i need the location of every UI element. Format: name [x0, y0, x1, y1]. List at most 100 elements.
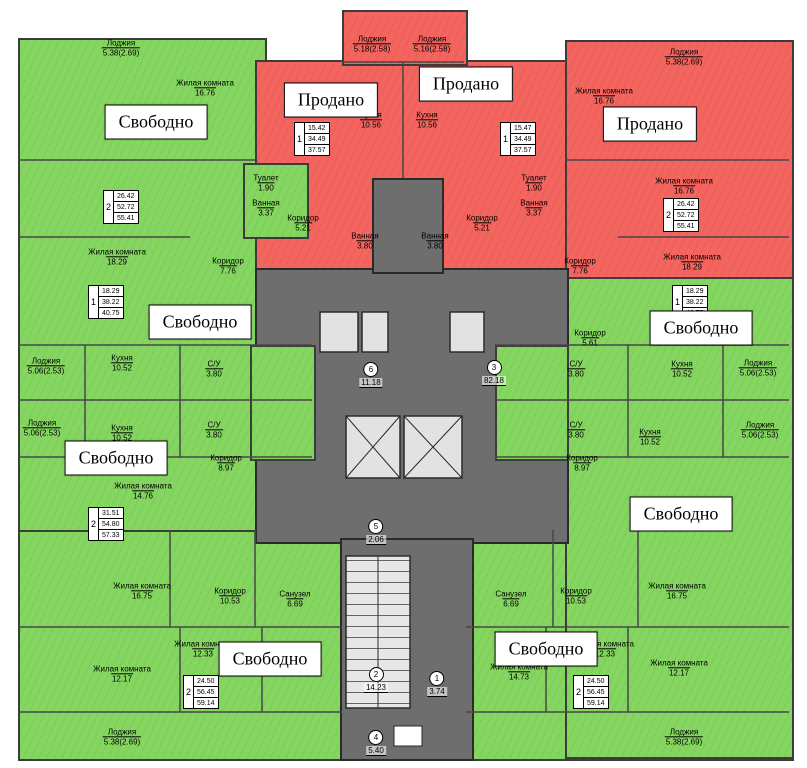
apartment-status-label-sold[interactable]: Продано: [602, 106, 698, 142]
room-name: Жилая комната: [93, 664, 151, 674]
room-area: 18.29: [105, 256, 129, 267]
area-value: 59.14: [587, 699, 605, 707]
area-value: 15.42: [305, 123, 329, 134]
room-name: Коридор: [574, 328, 606, 338]
mark-area: 3.74: [427, 687, 447, 697]
room-name: Жилая комната: [88, 247, 146, 257]
mark-number-icon: 6: [363, 362, 379, 377]
room-name: Жилая комната: [575, 86, 633, 96]
apartment-status-label-available[interactable]: Свободно: [629, 496, 733, 532]
room-area: 5.21: [294, 222, 312, 233]
room-area: 12.33: [191, 648, 215, 659]
room-area: 8.97: [573, 462, 591, 473]
apartment-status-label-available[interactable]: Свободно: [64, 440, 168, 476]
apartment-region-utility-right[interactable]: [495, 345, 569, 461]
apartment-region-utility-left[interactable]: [250, 345, 316, 461]
area-value: 59.14: [197, 699, 215, 707]
room-count: 2: [104, 191, 115, 223]
apartment-status-label-available[interactable]: Свободно: [104, 104, 208, 140]
apartment-region-bath-left[interactable]: [243, 163, 309, 239]
area-value: 18.29: [99, 286, 123, 297]
core-region-lobby: [372, 178, 444, 274]
apartment-status-label-available[interactable]: Свободно: [649, 310, 753, 346]
apartment-status-label-sold[interactable]: Продано: [283, 82, 379, 118]
room-area: 5.06(2.53): [738, 367, 778, 378]
room-area: 1.90: [257, 182, 275, 193]
room-area: 16.76: [592, 95, 616, 106]
area-value: 54.80: [99, 519, 123, 530]
room-area: 16.76: [193, 87, 217, 98]
room-area: 10.52: [110, 362, 134, 373]
mark-number-icon: 4: [368, 730, 384, 745]
mark-number-icon: 3: [486, 360, 502, 375]
room-area: 16.75: [130, 590, 154, 601]
area-value: 37.57: [308, 146, 326, 154]
apartment-status-label-sold[interactable]: Продано: [418, 66, 514, 102]
room-area: 5.06(2.53): [22, 427, 62, 438]
apartment-region-top-right[interactable]: [565, 40, 794, 279]
room-area: 3.80: [205, 368, 223, 379]
mark-area: 2.06: [366, 535, 386, 545]
area-value: 31.51: [99, 508, 123, 519]
room-name: Кухня: [671, 359, 693, 369]
room-area: 5.38(2.69): [102, 736, 142, 747]
area-value: 26.42: [114, 191, 138, 202]
apartment-status-label-available[interactable]: Свободно: [494, 631, 598, 667]
area-value: 37.57: [514, 146, 532, 154]
room-area: 12.33: [593, 648, 617, 659]
area-value: 55.41: [117, 214, 135, 222]
room-area: 5.06(2.53): [26, 365, 66, 376]
area-value: 24.50: [584, 676, 608, 687]
room-area: 7.76: [219, 265, 237, 276]
area-value: 56.45: [584, 687, 608, 698]
room-area: 3.80: [567, 368, 585, 379]
room-name: Ванная: [252, 198, 280, 208]
room-area: 14.76: [131, 490, 155, 501]
room-name: Лоджия: [357, 34, 387, 44]
room-name: Лоджия: [417, 34, 447, 44]
mark-area: 5.40: [366, 746, 386, 756]
apartment-status-label-available[interactable]: Свободно: [218, 641, 322, 677]
room-area: 10.52: [638, 436, 662, 447]
room-name: Коридор: [214, 586, 246, 596]
apartment-status-label-available[interactable]: Свободно: [148, 304, 252, 340]
area-value: 38.22: [683, 297, 707, 308]
room-name: Жилая комната: [113, 581, 171, 591]
room-area: 10.56: [415, 119, 439, 130]
room-area: 10.56: [359, 119, 383, 130]
room-area: 3.80: [567, 429, 585, 440]
room-name: Лоджия: [745, 420, 775, 430]
room-count: 1: [89, 286, 100, 318]
apartment-region-top-center-loggias[interactable]: [342, 10, 468, 66]
room-count: 2: [184, 676, 195, 708]
mark-number-icon: 5: [368, 519, 384, 534]
room-name: Ванная: [421, 231, 449, 241]
room-name: Коридор: [560, 586, 592, 596]
